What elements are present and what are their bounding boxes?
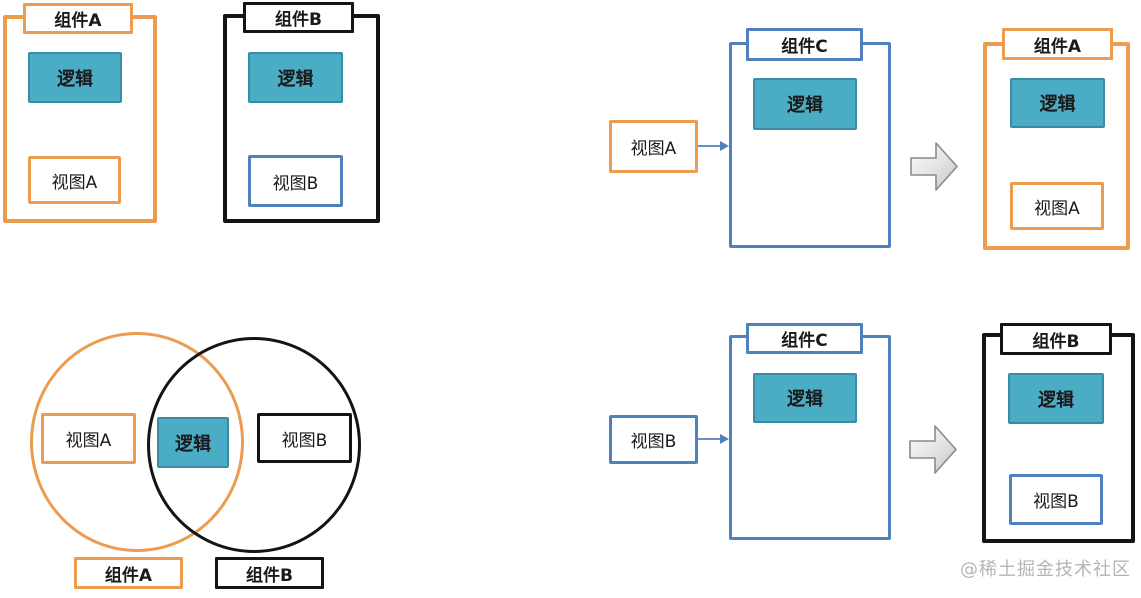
bottom-right-component-b-title-tab: 组件B xyxy=(1000,323,1112,355)
component-b-view-box: 视图B xyxy=(248,155,343,207)
top-right-component-c-logic-box: 逻辑 xyxy=(753,78,857,130)
top-right-input-view-a-box: 视图A xyxy=(609,120,698,173)
watermark: @稀土掘金技术社区 xyxy=(960,559,1131,580)
bottom-right-component-c-box xyxy=(729,335,891,540)
view-a-label: 视图A xyxy=(51,172,98,193)
venn-label-component-b: 组件B xyxy=(215,557,324,589)
venn-logic-box: 逻辑 xyxy=(157,417,229,468)
top-right-component-a-box xyxy=(983,42,1130,250)
component-a-title: 组件A xyxy=(104,565,153,586)
top-right-component-a-view-box: 视图A xyxy=(1010,182,1104,230)
venn-view-a-box: 视图A xyxy=(41,413,136,464)
component-a-view-box: 视图A xyxy=(28,156,121,204)
arrow-right-icon xyxy=(698,434,729,444)
venn-circle-component-b xyxy=(147,337,361,553)
logic-label: 逻辑 xyxy=(277,68,314,90)
component-b-logic-box: 逻辑 xyxy=(248,52,343,103)
component-b-title: 组件B xyxy=(275,10,322,30)
bottom-right-component-c-logic-box: 逻辑 xyxy=(753,373,857,423)
top-right-component-a-logic-box: 逻辑 xyxy=(1010,78,1105,128)
view-a-label: 视图A xyxy=(65,431,112,451)
component-a-title-tab: 组件A xyxy=(23,3,133,34)
component-b-title-tab: 组件B xyxy=(243,2,354,33)
logic-label: 逻辑 xyxy=(787,389,823,410)
venn-view-b-box: 视图B xyxy=(257,413,352,463)
view-a-label: 视图A xyxy=(630,139,677,159)
view-b-label: 视图B xyxy=(281,430,328,451)
bottom-right-input-view-b-box: 视图B xyxy=(609,415,698,464)
bottom-right-component-b-view-box: 视图B xyxy=(1009,474,1103,525)
component-b-title: 组件B xyxy=(246,565,293,586)
logic-label: 逻辑 xyxy=(175,433,211,455)
top-right-component-a-title-tab: 组件A xyxy=(1002,28,1113,60)
component-c-title: 组件C xyxy=(781,37,828,57)
view-b-label: 视图B xyxy=(272,173,319,194)
component-c-title: 组件C xyxy=(781,331,828,351)
logic-label: 逻辑 xyxy=(1039,94,1076,115)
component-a-logic-box: 逻辑 xyxy=(28,52,122,103)
bottom-right-component-b-logic-box: 逻辑 xyxy=(1008,373,1104,424)
arrow-right-icon xyxy=(698,141,729,151)
logic-label: 逻辑 xyxy=(57,68,93,90)
block-arrow-right-icon xyxy=(910,142,958,191)
view-a-label: 视图A xyxy=(1034,198,1080,219)
top-right-component-c-title-tab: 组件C xyxy=(746,28,863,61)
logic-label: 逻辑 xyxy=(787,95,823,116)
block-arrow-right-icon xyxy=(909,425,957,474)
logic-label: 逻辑 xyxy=(1038,389,1074,411)
component-a-title: 组件A xyxy=(1033,36,1082,57)
venn-label-component-a: 组件A xyxy=(74,557,183,589)
component-b-title: 组件B xyxy=(1032,331,1080,352)
bottom-right-component-c-title-tab: 组件C xyxy=(746,323,863,354)
view-b-label: 视图B xyxy=(1033,492,1079,512)
view-b-label: 视图B xyxy=(630,432,677,452)
top-right-component-c-box xyxy=(729,42,891,248)
component-a-title: 组件A xyxy=(54,11,102,31)
